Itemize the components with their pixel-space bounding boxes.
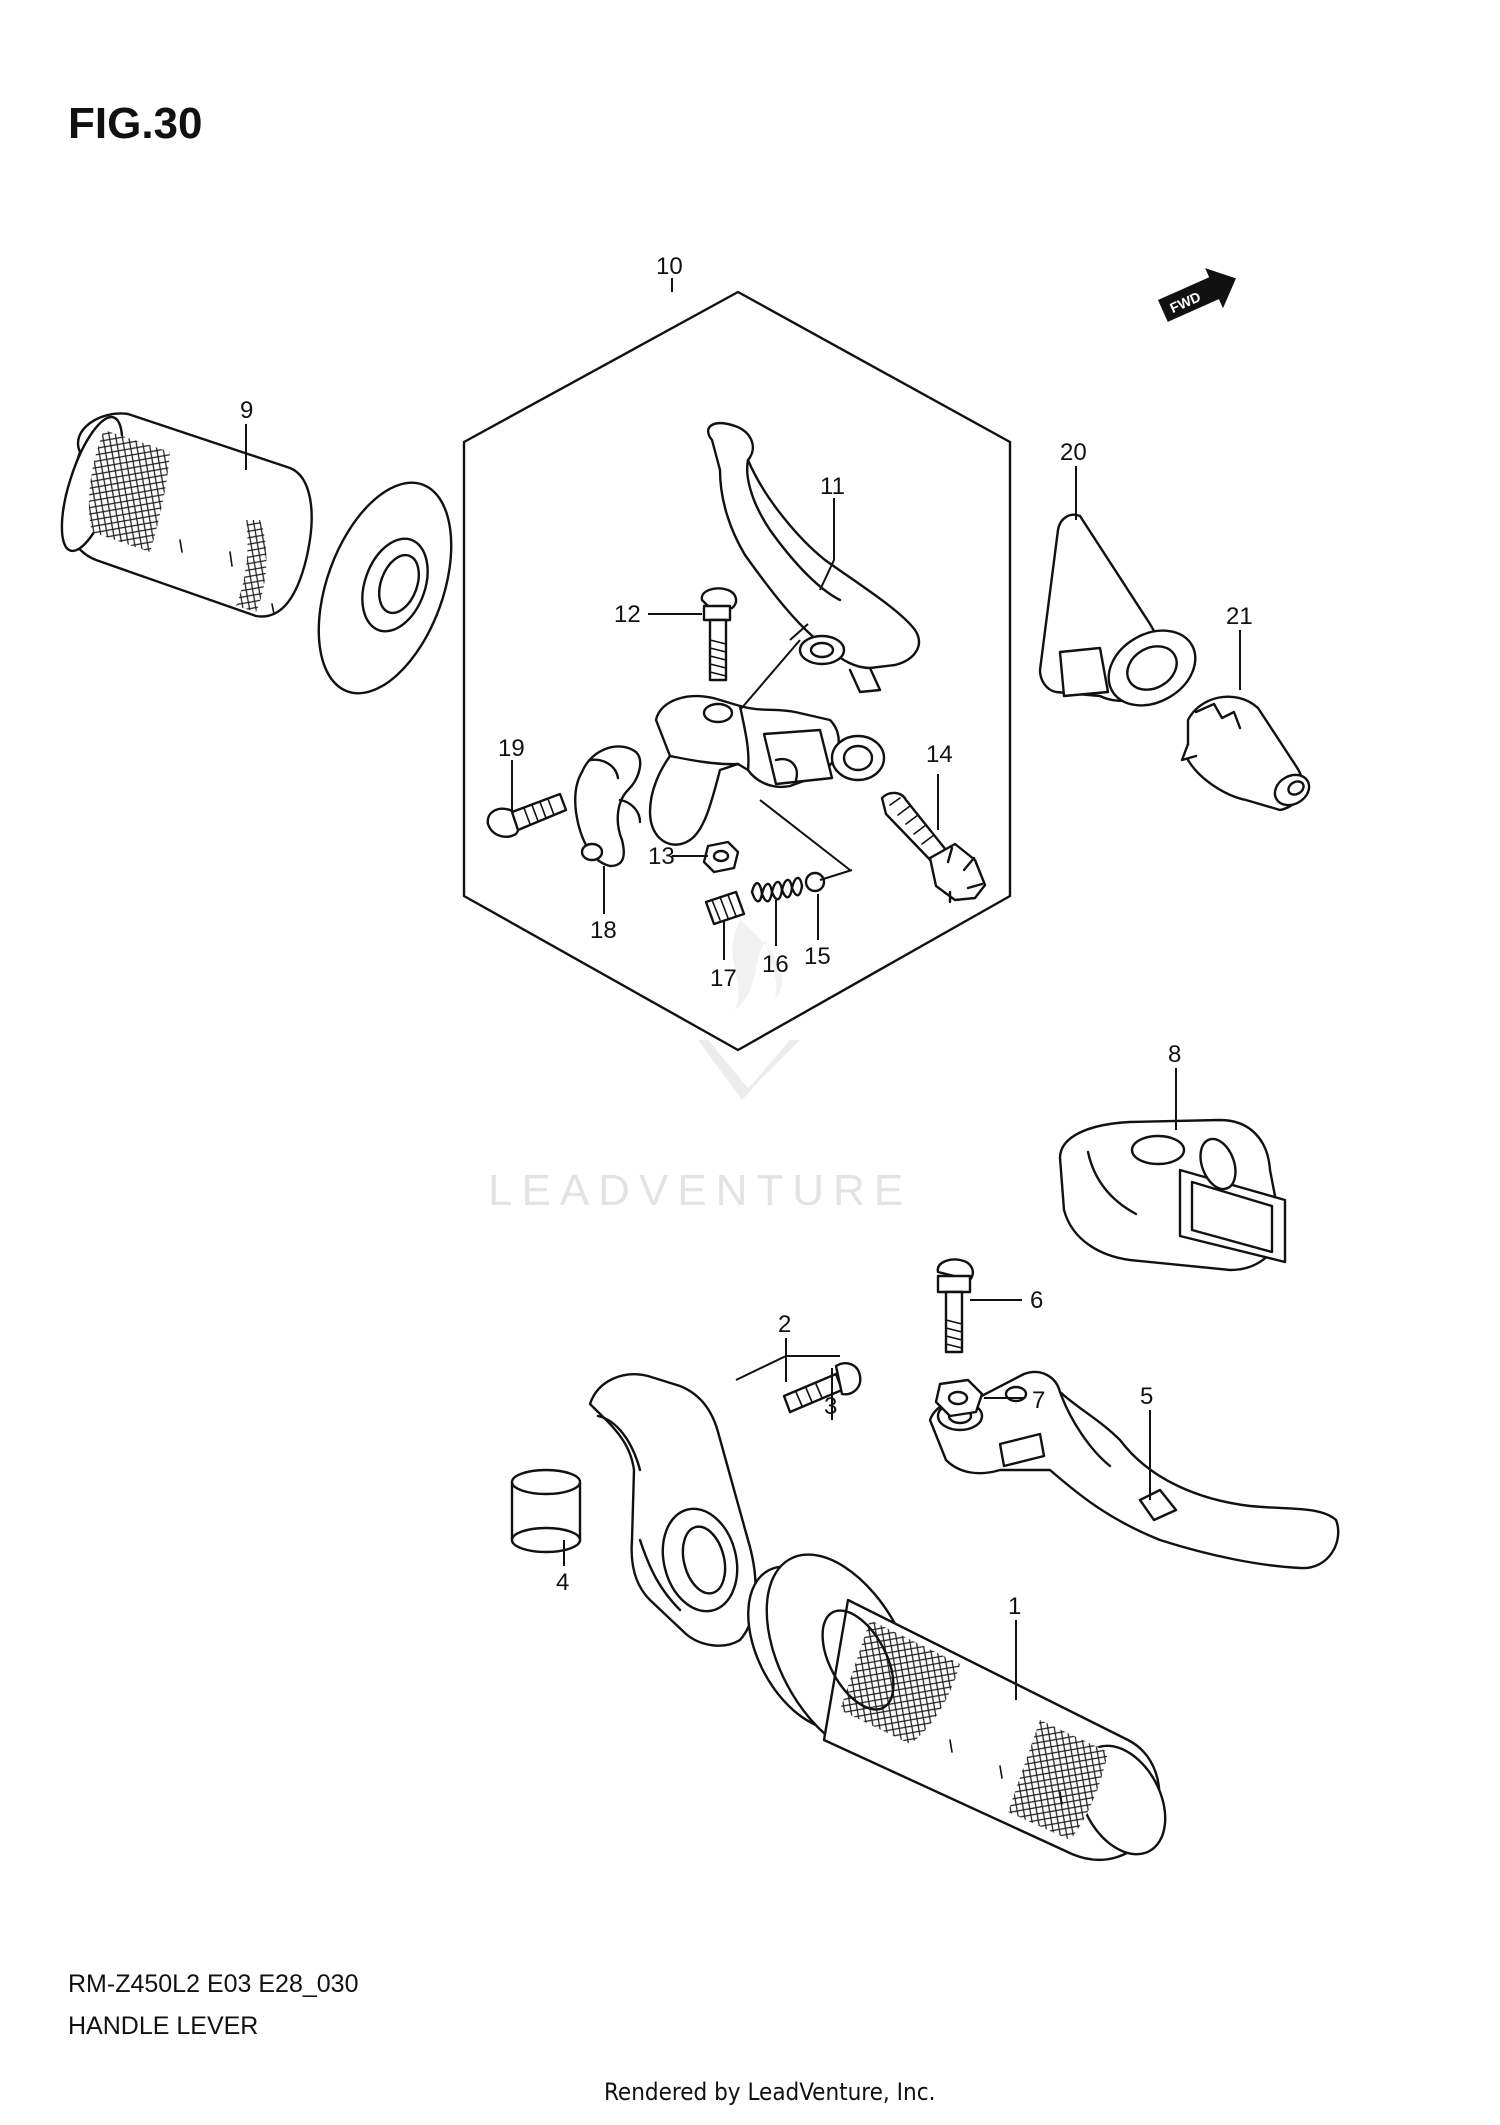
part-10-holder [648, 694, 886, 846]
forward-arrow-icon: FWD [1158, 268, 1236, 322]
callout-7: 7 [1032, 1387, 1045, 1414]
part-21-adjuster [1180, 695, 1311, 812]
callout-15: 15 [804, 943, 831, 970]
callout-2: 2 [778, 1311, 791, 1338]
callout-3: 3 [824, 1393, 837, 1420]
part-16-spring [750, 876, 804, 903]
part-20-cover [1038, 513, 1197, 707]
callout-10: 10 [656, 253, 683, 280]
part-7-nut [934, 1378, 984, 1418]
part-17-screw [704, 890, 746, 926]
part-12-bolt [700, 587, 738, 682]
part-3-bolt [782, 1362, 862, 1414]
callout-11: 11 [820, 473, 845, 500]
callout-9: 9 [240, 397, 253, 424]
assembly-line-b [759, 799, 853, 881]
callout-16: 16 [762, 951, 789, 978]
callout-1: 1 [1008, 1593, 1021, 1620]
watermark-text: LEADVENTURE [488, 1166, 912, 1215]
callout-13: 13 [648, 843, 675, 870]
watermark-logo [698, 920, 800, 1100]
figure-title: FIG.30 [68, 99, 203, 148]
callout-18: 18 [590, 917, 617, 944]
leader-lines [245, 278, 1241, 1700]
callout-14: 14 [926, 741, 953, 768]
part-15-ball [804, 871, 826, 893]
callout-8: 8 [1168, 1041, 1181, 1068]
part-9-grip [60, 412, 453, 695]
part-14-adjuster [880, 791, 987, 904]
assembly-outline [462, 290, 1012, 1052]
callout-4: 4 [556, 1569, 569, 1596]
model-code: RM-Z450L2 E03 E28_030 [68, 1970, 358, 1998]
callout-5: 5 [1140, 1383, 1153, 1410]
rendered-by-footer: Rendered by LeadVenture, Inc. [604, 2078, 935, 2106]
part-19-bolt [486, 792, 568, 838]
part-1-grip [747, 1553, 1167, 1861]
part-18-clamp [574, 745, 642, 868]
callout-17: 17 [710, 965, 737, 992]
callout-6: 6 [1030, 1287, 1043, 1314]
part-2-bracket [588, 1373, 757, 1647]
part-13-nut [702, 840, 740, 874]
part-4-collar [510, 1468, 582, 1554]
callout-19: 19 [498, 735, 525, 762]
part-5-lever [928, 1370, 1340, 1570]
diagram-caption: HANDLE LEVER [68, 2012, 258, 2040]
callout-21: 21 [1226, 603, 1253, 630]
callout-20: 20 [1060, 439, 1087, 466]
assembly-line-a [739, 623, 809, 711]
part-6-bolt [936, 1258, 974, 1354]
callout-12: 12 [614, 601, 641, 628]
part-11-lever [706, 421, 921, 694]
part-8-cover [1058, 1118, 1287, 1272]
